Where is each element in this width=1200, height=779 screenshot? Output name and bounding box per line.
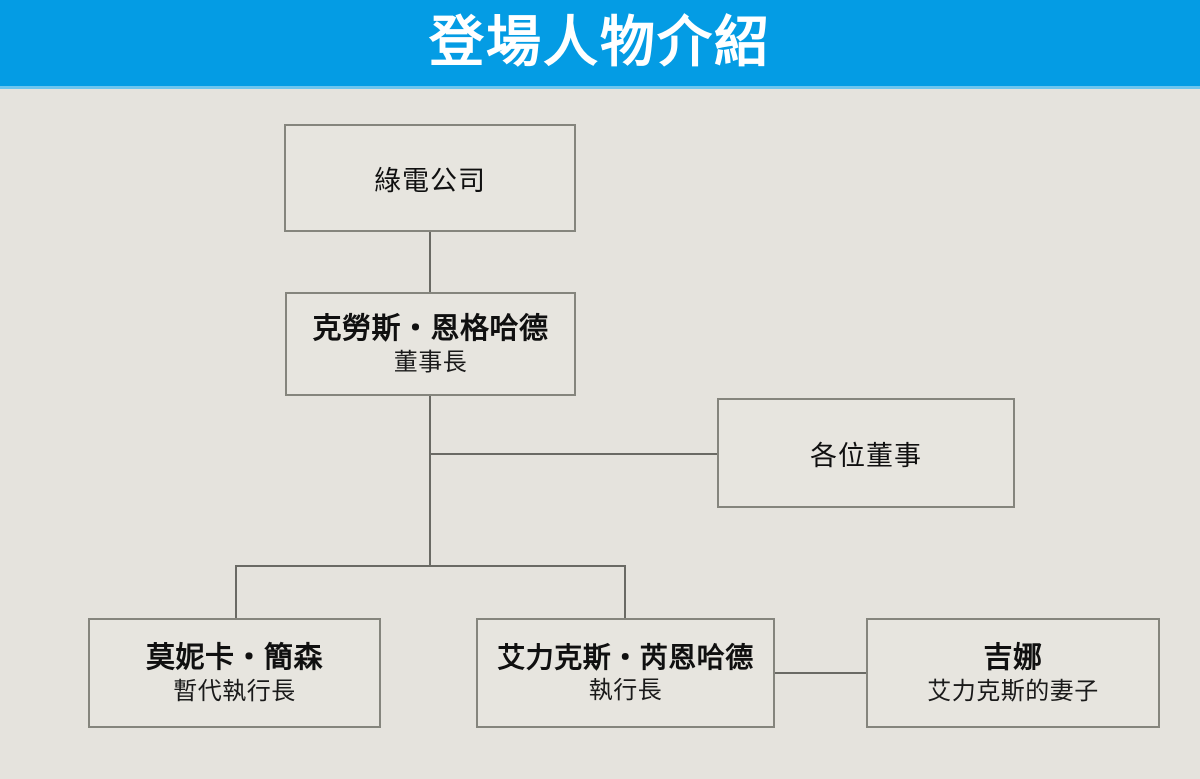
connector-bottom-bus <box>235 565 626 567</box>
connector-chairman-to-directors <box>429 453 719 455</box>
connector-company-to-chairman <box>429 232 431 292</box>
connector-bus-to-ceo <box>624 565 626 618</box>
node-chairman-role: 董事長 <box>393 347 468 376</box>
node-chairman[interactable]: 克勞斯・恩格哈德 董事長 <box>285 292 576 396</box>
connector-bus-to-acting-ceo <box>235 565 237 618</box>
node-directors[interactable]: 各位董事 <box>717 398 1015 508</box>
connector-ceo-to-wife <box>775 672 867 674</box>
node-acting-ceo[interactable]: 莫妮卡・簡森 暫代執行長 <box>88 618 381 728</box>
connector-chairman-trunk <box>429 396 431 566</box>
node-wife[interactable]: 吉娜 艾力克斯的妻子 <box>866 618 1160 728</box>
org-chart: 綠電公司 克勞斯・恩格哈德 董事長 各位董事 莫妮卡・簡森 暫代執行長 艾力克斯… <box>0 89 1200 779</box>
node-directors-name: 各位董事 <box>810 440 922 472</box>
node-ceo-name: 艾力克斯・芮恩哈德 <box>497 641 754 675</box>
page-title: 登場人物介紹 <box>428 9 771 74</box>
header-underline <box>0 86 1200 89</box>
node-ceo[interactable]: 艾力克斯・芮恩哈德 執行長 <box>476 618 775 728</box>
node-acting-ceo-name: 莫妮卡・簡森 <box>145 640 323 675</box>
slide-header-band <box>0 0 1200 86</box>
node-chairman-name: 克勞斯・恩格哈德 <box>312 311 549 346</box>
node-acting-ceo-role: 暫代執行長 <box>173 676 296 705</box>
node-company[interactable]: 綠電公司 <box>284 124 576 232</box>
node-wife-role: 艾力克斯的妻子 <box>927 676 1099 705</box>
node-wife-name: 吉娜 <box>983 640 1043 675</box>
node-ceo-role: 執行長 <box>588 676 663 705</box>
node-company-name: 綠電公司 <box>374 165 486 197</box>
